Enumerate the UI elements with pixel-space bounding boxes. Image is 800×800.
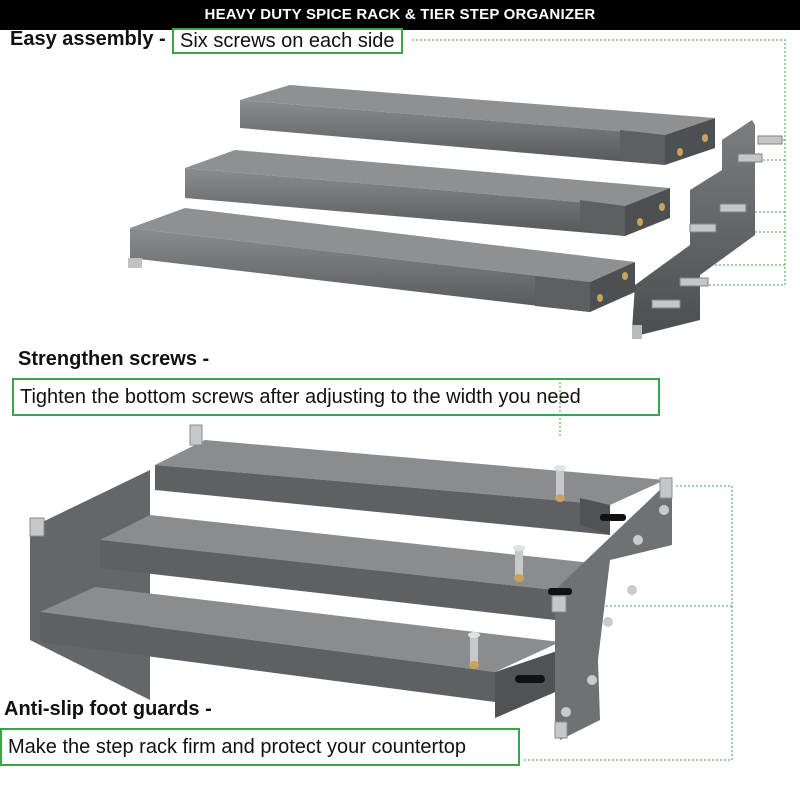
- left-panel: [30, 470, 150, 700]
- assembly-callout: Six screws on each side: [172, 28, 403, 54]
- screws: [651, 135, 783, 309]
- side-panel: [632, 120, 755, 339]
- top-shelf: [240, 85, 715, 165]
- middle-step: [100, 515, 610, 620]
- foot-guards: [29, 424, 673, 739]
- feet-leader-lines: [522, 378, 733, 761]
- feet-callout: Make the step rack firm and protect your…: [0, 728, 520, 766]
- right-panel: [548, 485, 672, 740]
- feet-heading: Anti-slip foot guards -: [4, 698, 212, 720]
- bottom-shelf: [128, 208, 635, 312]
- screws-heading: Strengthen screws -: [18, 348, 210, 370]
- tightening-screws: [468, 465, 566, 669]
- screws-callout: Tighten the bottom screws after adjustin…: [12, 378, 660, 416]
- top-step: [155, 440, 665, 535]
- assembly-heading: Easy assembly -: [10, 28, 166, 50]
- middle-shelf: [185, 150, 670, 236]
- assembly-leader-lines: [412, 39, 786, 286]
- banner-title: HEAVY DUTY SPICE RACK & TIER STEP ORGANI…: [0, 0, 800, 30]
